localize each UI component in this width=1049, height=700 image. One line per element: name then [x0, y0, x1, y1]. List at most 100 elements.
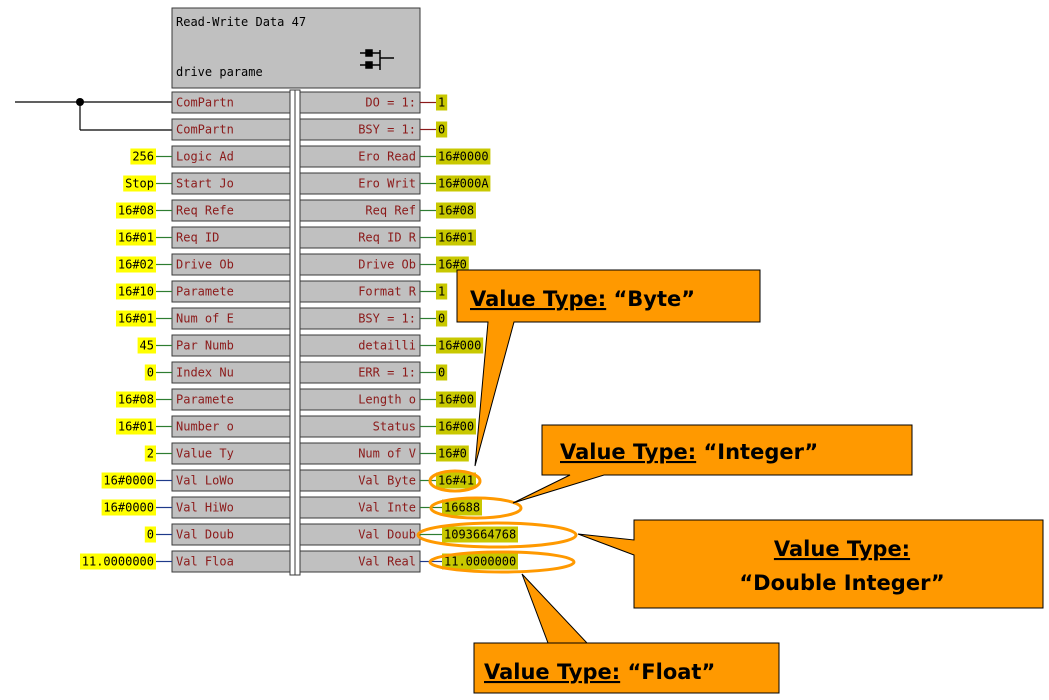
input-pin[interactable]	[171, 91, 291, 114]
output-value[interactable]: 16#00	[438, 393, 474, 407]
input-value[interactable]: 16#01	[118, 420, 154, 434]
output-value-box	[436, 337, 484, 354]
output-pin-label: Format R	[358, 285, 417, 299]
input-value[interactable]: 16#08	[118, 204, 154, 218]
output-value[interactable]: 1	[438, 96, 445, 110]
output-value[interactable]: 11.0000000	[444, 555, 516, 569]
input-pin-label: Req Refe	[176, 204, 234, 218]
input-value-box	[101, 499, 156, 516]
output-pin-label: BSY = 1:	[358, 312, 416, 326]
input-pin-row: Val LoWo 16#0000	[101, 469, 291, 492]
output-pin-label: Val Real	[358, 555, 416, 569]
output-value[interactable]: 16#41	[438, 474, 474, 488]
output-value-box	[436, 283, 448, 300]
input-value[interactable]: 16#01	[118, 312, 154, 326]
callout-byte: Value Type: “Byte”	[456, 269, 761, 467]
output-pin-label: Req ID R	[358, 231, 417, 245]
callout-float: Value Type: “Float”	[473, 573, 780, 694]
bus-connection	[15, 101, 172, 131]
input-pin-label: ComPartn	[176, 123, 234, 137]
output-pin-label: Length o	[358, 393, 416, 407]
input-pin-row: Value Ty2	[144, 442, 291, 465]
input-pin-label: Val LoWo	[176, 474, 234, 488]
output-pin-label: Ero Writ	[358, 177, 416, 191]
output-value[interactable]: 0	[438, 123, 445, 137]
input-value[interactable]: 16#02	[118, 258, 154, 272]
output-pin-label: Num of V	[358, 447, 416, 461]
input-value-box	[144, 364, 156, 381]
input-value[interactable]: 45	[140, 339, 154, 353]
output-value-box	[436, 472, 476, 489]
input-pin-label: Start Jo	[176, 177, 234, 191]
output-value-box	[436, 364, 448, 381]
output-pin-label: Val Inte	[358, 501, 416, 515]
input-value[interactable]: 256	[132, 150, 154, 164]
output-value-box	[436, 148, 491, 165]
output-value[interactable]: 16#00	[438, 420, 474, 434]
output-pin-row: Req ID R 16#01	[299, 226, 476, 249]
output-pin-row: ERR = 1:0	[299, 361, 448, 384]
output-pin-row: DO = 1:1	[299, 91, 448, 114]
input-pin-label: Par Numb	[176, 339, 234, 353]
input-value-box	[144, 526, 156, 543]
output-value[interactable]: 16688	[444, 501, 480, 515]
output-value[interactable]: 16#000A	[438, 177, 489, 191]
output-value[interactable]: 16#01	[438, 231, 474, 245]
output-value-box	[436, 310, 448, 327]
output-value[interactable]: 1093664768	[444, 528, 516, 542]
highlight-integer	[429, 496, 523, 520]
output-value[interactable]: 16#0	[438, 258, 467, 272]
highlight-byte	[428, 469, 482, 493]
input-value[interactable]: 16#0000	[103, 501, 154, 515]
output-value[interactable]: 1	[438, 285, 445, 299]
input-value[interactable]: 0	[147, 366, 154, 380]
input-value[interactable]: Stop	[125, 177, 154, 191]
block-header[interactable]	[171, 7, 421, 89]
output-value[interactable]: 16#08	[438, 204, 474, 218]
output-value-box	[436, 229, 476, 246]
output-pin-row: BSY = 1: 0	[299, 307, 448, 330]
svg-text:Value Type: “Float”: Value Type: “Float”	[484, 660, 715, 684]
block-title: Read-Write Data 47	[176, 15, 306, 29]
output-pin-label: Req Ref	[365, 204, 416, 218]
input-value[interactable]: 2	[147, 447, 154, 461]
bus-junction	[76, 98, 84, 106]
output-pin-row: Length o 16#00	[299, 388, 476, 411]
output-value[interactable]: 0	[438, 366, 445, 380]
input-value[interactable]: 16#01	[118, 231, 154, 245]
input-value[interactable]: 0	[147, 528, 154, 542]
input-pin-label: Index Nu	[176, 366, 234, 380]
input-pin-label: Num of E	[176, 312, 234, 326]
input-value[interactable]: 16#10	[118, 285, 154, 299]
input-pin-row: Par Numb 45	[137, 334, 291, 357]
input-value[interactable]: 16#0000	[103, 474, 154, 488]
input-value-box	[116, 391, 156, 408]
input-value-box	[116, 256, 156, 273]
output-value-box	[436, 256, 469, 273]
output-value[interactable]: 0	[438, 312, 445, 326]
callout-double-integer: Value Type: “Double Integer”	[577, 519, 1044, 609]
input-pin-row: Start Jo Stop	[123, 172, 291, 195]
output-value-box	[436, 418, 476, 435]
input-value[interactable]: 16#08	[118, 393, 154, 407]
highlight-double-integer	[416, 521, 578, 549]
output-value[interactable]: 16#0000	[438, 150, 489, 164]
highlight-float	[428, 550, 576, 574]
input-value-box	[116, 202, 156, 219]
output-value-box	[436, 175, 491, 192]
input-value[interactable]: 11.0000000	[82, 555, 154, 569]
output-value[interactable]: 16#0	[438, 447, 467, 461]
output-pin-label: Val Doub	[358, 528, 416, 542]
input-value-box	[80, 553, 156, 570]
input-pin[interactable]	[171, 118, 291, 141]
output-value[interactable]: 16#000	[438, 339, 481, 353]
output-pin-row: Ero Writ 16#000A	[299, 172, 491, 195]
input-pin-label: Paramete	[176, 393, 234, 407]
